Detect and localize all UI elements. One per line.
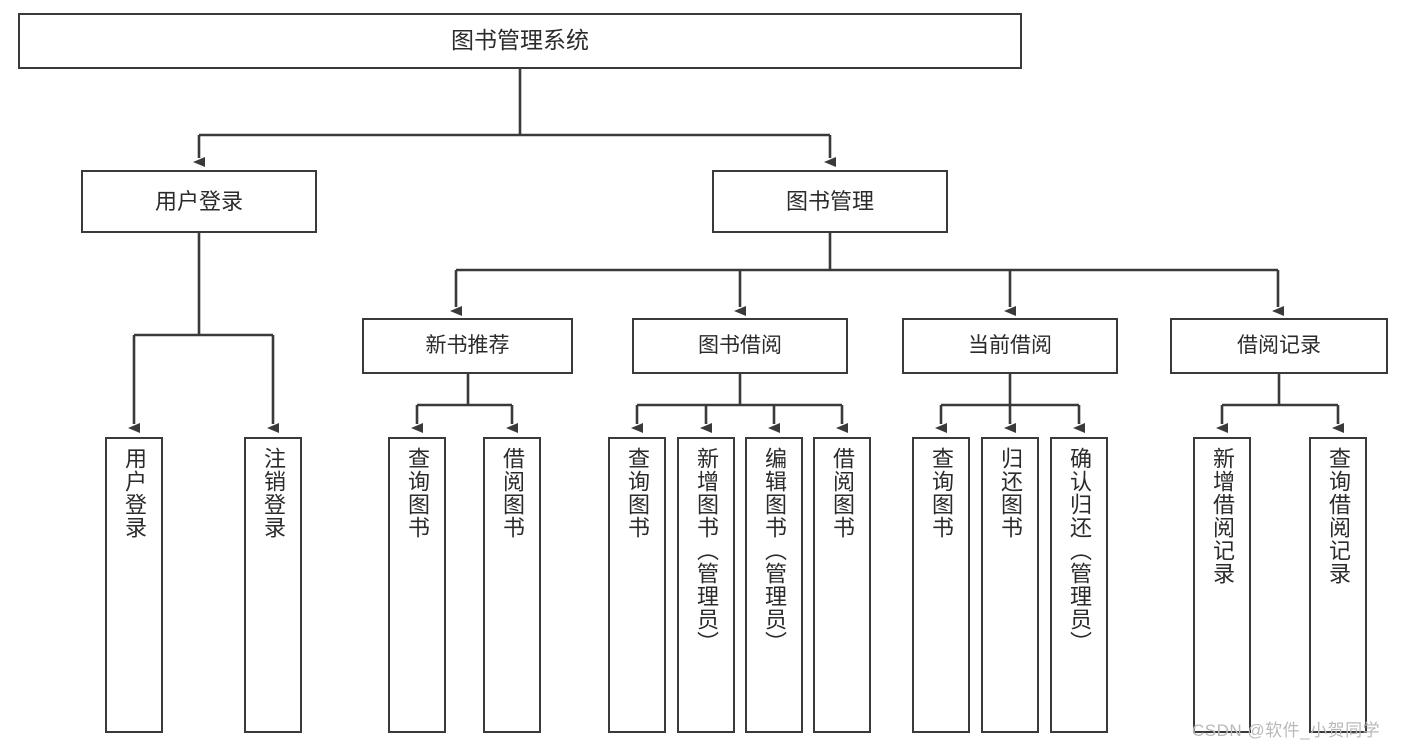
leaf-label: 确认归还（管理员） <box>1067 447 1092 654</box>
node-label: 图书管理系统 <box>451 27 589 54</box>
leaf-borrow-record-add-record[interactable]: 新增借阅记录 <box>1193 437 1251 733</box>
leaf-label: 借阅图书 <box>830 447 855 539</box>
leaf-label: 注销登录 <box>261 447 286 539</box>
leaf-book-borrow-borrow-book[interactable]: 借阅图书 <box>813 437 871 733</box>
leaf-current-borrow-return-book[interactable]: 归还图书 <box>981 437 1039 733</box>
leaf-current-borrow-confirm-return-admin[interactable]: 确认归还（管理员） <box>1050 437 1108 733</box>
leaf-label: 查询借阅记录 <box>1326 447 1351 585</box>
csdn-watermark: CSDN @软件_小贺同学 <box>1192 721 1381 740</box>
node-label: 用户登录 <box>154 188 243 214</box>
node-label: 图书管理 <box>785 188 874 214</box>
leaf-user-login-logout[interactable]: 注销登录 <box>244 437 302 733</box>
node-label: 新书推荐 <box>425 333 510 357</box>
leaf-user-login-login[interactable]: 用户登录 <box>105 437 163 733</box>
leaf-new-book-borrow-book[interactable]: 借阅图书 <box>483 437 541 733</box>
node-current-borrow[interactable]: 当前借阅 <box>902 318 1118 374</box>
leaf-label: 查询图书 <box>405 447 430 539</box>
leaf-borrow-record-query-record[interactable]: 查询借阅记录 <box>1309 437 1367 733</box>
leaf-label: 借阅图书 <box>500 447 525 539</box>
node-borrow-record[interactable]: 借阅记录 <box>1170 318 1388 374</box>
node-label: 图书借阅 <box>698 333 782 357</box>
node-user-login[interactable]: 用户登录 <box>81 170 317 233</box>
leaf-label: 归还图书 <box>998 447 1023 539</box>
leaf-label: 用户登录 <box>122 447 147 539</box>
node-book-management[interactable]: 图书管理 <box>712 170 948 233</box>
leaf-label: 查询图书 <box>625 447 650 539</box>
leaf-book-borrow-add-book-admin[interactable]: 新增图书（管理员） <box>677 437 735 733</box>
leaf-label: 编辑图书（管理员） <box>762 447 787 654</box>
node-new-book-recommend[interactable]: 新书推荐 <box>362 318 573 374</box>
leaf-label: 查询图书 <box>929 447 954 539</box>
leaf-new-book-query-book[interactable]: 查询图书 <box>388 437 446 733</box>
node-label: 当前借阅 <box>968 333 1052 357</box>
leaf-current-borrow-query-book[interactable]: 查询图书 <box>912 437 970 733</box>
leaf-label: 新增图书（管理员） <box>694 447 719 654</box>
node-root-book-management-system[interactable]: 图书管理系统 <box>18 13 1022 69</box>
node-book-borrow[interactable]: 图书借阅 <box>632 318 848 374</box>
leaf-book-borrow-edit-book-admin[interactable]: 编辑图书（管理员） <box>745 437 803 733</box>
leaf-label: 新增借阅记录 <box>1210 447 1235 585</box>
node-label: 借阅记录 <box>1237 333 1321 357</box>
leaf-book-borrow-query-book[interactable]: 查询图书 <box>608 437 666 733</box>
